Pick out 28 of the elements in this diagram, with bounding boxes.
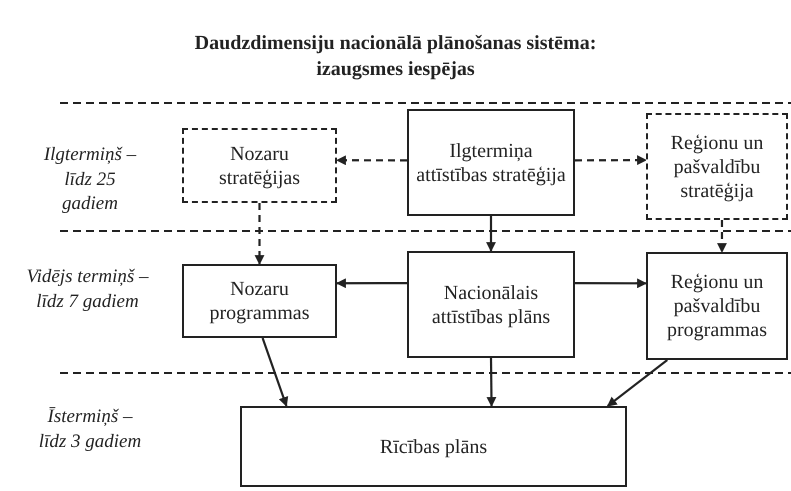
arrow [575,155,647,166]
arrow [486,358,496,407]
diagram-title: Daudzdimensiju nacionālā plānošanas sistēma: izaugsmes iespējas [194,31,598,82]
arrow [717,220,727,253]
dashed-box [182,128,337,203]
node-text: Reģionu un pašvaldību programmas [666,270,768,342]
time-horizon-label: Vidējs termiņš – līdz 7 gadiem [25,265,150,314]
arrow [486,216,496,252]
dashed-box [646,113,788,220]
process-box [407,251,575,358]
arrow [606,359,668,407]
node-text: Ilgtermiņa attīstības stratēģija [415,138,567,186]
process-box [240,406,627,487]
process-box [407,109,575,216]
process-box [182,264,337,338]
time-horizon-label: Ilgtermiņš – līdz 25 gadiem [42,143,138,216]
time-horizon-label: Īstermiņš – līdz 3 gadiem [38,405,142,454]
node-text: Rīcības plāns [378,434,488,458]
arrow [262,338,288,407]
arrow [336,155,407,166]
node-text: Nozaru stratēģijas [218,142,302,190]
arrow [336,278,407,288]
arrow [575,278,647,288]
process-box [646,252,788,360]
node-text: Reģionu un pašvaldību stratēģija [670,130,764,202]
arrow [254,203,264,265]
node-text: Nozaru programmas [208,277,310,325]
node-text: Nacionālais attīstības plāns [430,280,552,328]
